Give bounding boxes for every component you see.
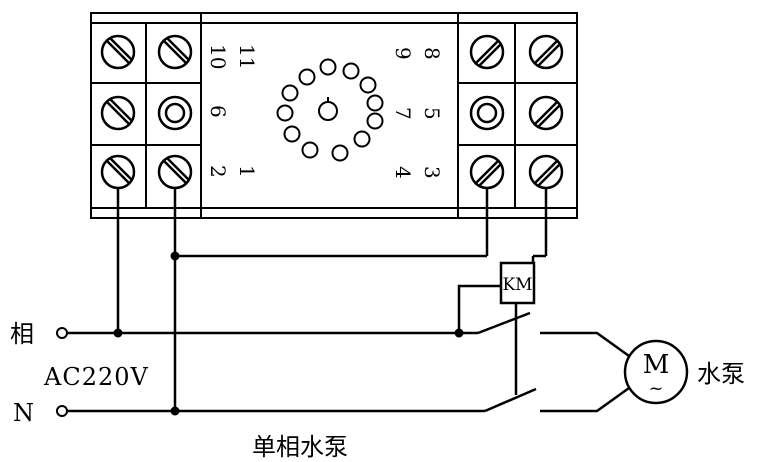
screw-icon xyxy=(528,154,564,190)
caption: 单相水泵 xyxy=(252,433,348,461)
pin-label: 5 xyxy=(420,107,444,120)
pin-labels: 10 11 6 2 1 8 9 5 7 3 4 xyxy=(206,44,444,179)
pin-label: 9 xyxy=(391,47,415,60)
screw-hole-icon xyxy=(157,95,193,131)
pin-label: 7 xyxy=(391,107,415,120)
contactor-label: KM xyxy=(502,275,532,295)
pin-label: 1 xyxy=(235,165,259,178)
pin-label: 8 xyxy=(420,47,444,60)
pin-label: 4 xyxy=(391,166,415,179)
socket-pins xyxy=(276,58,384,162)
screw-icon xyxy=(469,154,505,190)
input-terminals xyxy=(56,327,68,417)
relay-base xyxy=(90,12,578,219)
pin-label: 3 xyxy=(420,166,444,179)
wires xyxy=(65,188,637,413)
screw-hole-icon xyxy=(469,95,505,131)
pin-label: 10 xyxy=(206,44,230,69)
screw-icon xyxy=(528,95,564,131)
motor-tilde: ~ xyxy=(648,378,663,399)
pin-label: 6 xyxy=(206,105,230,118)
screw-icon xyxy=(157,34,193,70)
screw-terminals xyxy=(100,34,564,190)
junction-dots xyxy=(113,251,464,416)
contactor-coil: KM xyxy=(499,261,536,305)
motor-label: 水泵 xyxy=(697,360,745,388)
phase-label: 相 xyxy=(10,320,34,348)
screw-icon xyxy=(157,154,193,190)
motor-letter: M xyxy=(643,350,670,380)
screw-icon xyxy=(100,95,136,131)
screw-icon xyxy=(100,34,136,70)
neutral-label: N xyxy=(13,399,34,427)
supply-label: AC220V xyxy=(43,363,149,391)
pin-label: 11 xyxy=(235,44,259,69)
motor-icon: M ~ xyxy=(623,339,689,405)
pin-label: 2 xyxy=(206,165,230,178)
screw-icon xyxy=(528,34,564,70)
screw-icon xyxy=(100,154,136,190)
screw-icon xyxy=(469,34,505,70)
